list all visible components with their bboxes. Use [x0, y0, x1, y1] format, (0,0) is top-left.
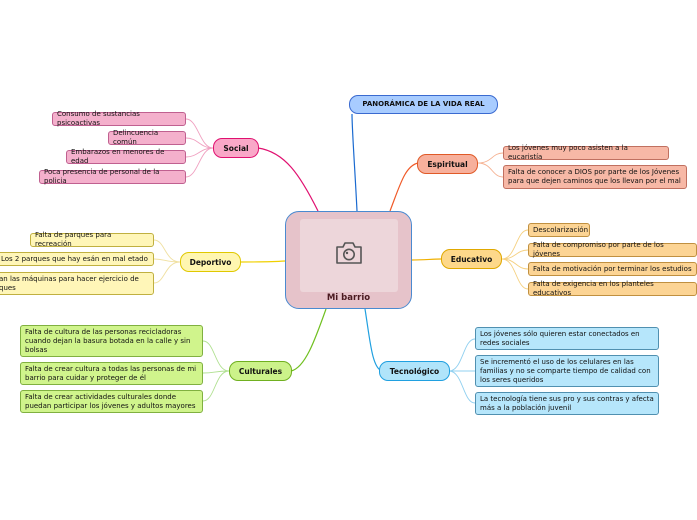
central-title: Mi barrio — [326, 293, 371, 303]
spiritual-branches — [477, 152, 504, 178]
central-image-frame — [300, 219, 398, 292]
link-technological — [364, 308, 383, 372]
sports-item-1[interactable]: Falta de parques para recreación — [30, 231, 154, 248]
sports-item-2[interactable]: Los 2 parques que hay esán en mal etado — [0, 252, 154, 266]
link-cultural — [290, 308, 327, 372]
cultural-topic[interactable]: Culturales — [229, 361, 292, 381]
social-topic[interactable]: Social — [213, 138, 259, 158]
link-spiritual — [389, 162, 419, 212]
educational-item-1[interactable]: Descolarización — [528, 223, 590, 237]
link-sports — [239, 260, 286, 263]
sports-topic[interactable]: Deportivo — [180, 252, 241, 272]
sports-branches — [153, 239, 181, 284]
technological-item-1[interactable]: Los jóvenes sólo quieren estar conectado… — [475, 327, 659, 350]
spiritual-topic[interactable]: Espiritual — [417, 154, 478, 174]
social-item-1[interactable]: Consumo de sustancias psicoactivas — [52, 110, 186, 127]
educational-item-4[interactable]: Falta de exigencia en los planteles educ… — [528, 280, 697, 297]
social-item-3[interactable]: Embarazos en menores de edad — [66, 148, 186, 165]
central-topic[interactable]: Mi barrio — [285, 211, 412, 309]
technological-topic[interactable]: Tecnológico — [379, 361, 450, 381]
camera-icon — [336, 242, 362, 264]
social-branches — [185, 118, 214, 178]
social-item-4[interactable]: Poca presencia de personal de la policia — [39, 168, 186, 185]
social-item-2[interactable]: Delincuencia común — [108, 129, 186, 146]
educational-item-2[interactable]: Falta de compromiso por parte de los jóv… — [528, 241, 697, 258]
spiritual-item-1[interactable]: Los jóvenes muy poco asisten a la eucari… — [503, 144, 669, 161]
technological-branches — [448, 338, 476, 404]
link-panorama — [351, 113, 358, 212]
panorama-topic[interactable]: PANORÁMICA DE LA VIDA REAL — [349, 95, 498, 114]
spiritual-item-2[interactable]: Falta de conocer a DIOS por parte de los… — [503, 165, 687, 189]
link-educational — [411, 258, 442, 261]
cultural-item-2[interactable]: Falta de crear cultura a todas las perso… — [20, 362, 203, 385]
educational-branches — [501, 229, 529, 290]
cultural-item-1[interactable]: Falta de cultura de las personas recicla… — [20, 325, 203, 357]
sports-item-3[interactable]: an las máquinas para hacer ejercicio de … — [0, 272, 154, 295]
link-social — [257, 147, 319, 212]
educational-topic[interactable]: Educativo — [441, 249, 502, 269]
technological-item-2[interactable]: Se incrementó el uso de los celulares en… — [475, 355, 659, 387]
technological-item-3[interactable]: La tecnología tiene sus pro y sus contra… — [475, 392, 659, 415]
cultural-item-3[interactable]: Falta de crear actividades culturales do… — [20, 390, 203, 413]
educational-item-3[interactable]: Falta de motivación por terminar los est… — [528, 262, 697, 276]
cultural-branches — [202, 340, 230, 402]
